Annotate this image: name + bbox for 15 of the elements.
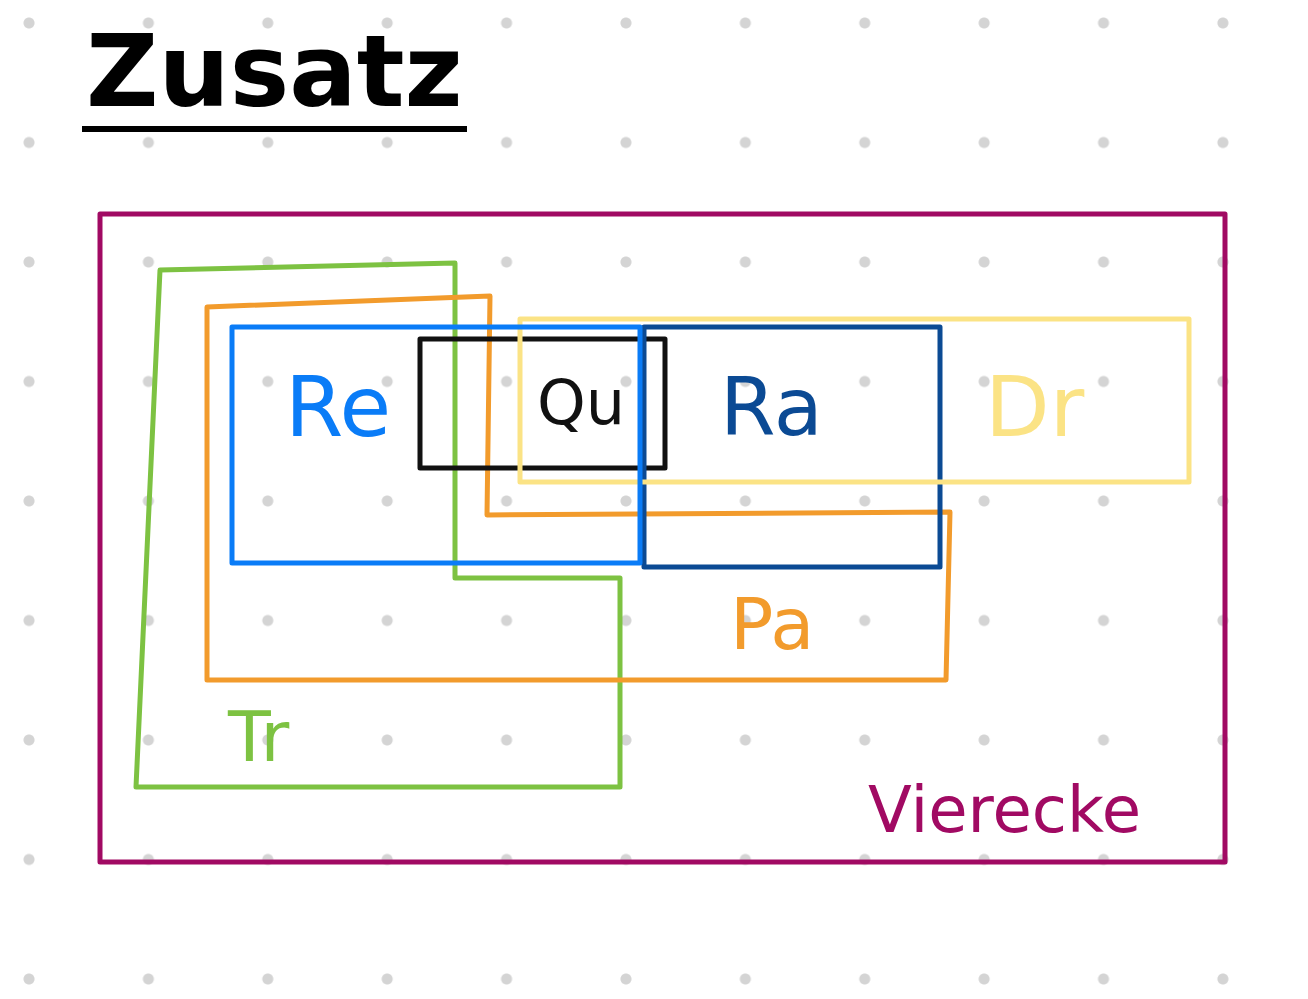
set-outline <box>229 324 643 566</box>
set-label: Ra <box>720 368 823 448</box>
set-label: Vierecke <box>868 778 1142 842</box>
set-label: Re <box>285 365 392 449</box>
set-outline <box>97 211 1228 865</box>
set-label: Pa <box>730 588 815 660</box>
set-label: Qu <box>537 372 626 434</box>
diagram-title: Zusatz <box>82 22 467 132</box>
set-label: Tr <box>228 702 290 772</box>
set-outline <box>517 316 1192 485</box>
set-outline <box>204 293 953 683</box>
set-outline <box>133 260 623 790</box>
set-outline <box>641 324 943 570</box>
set-label: Dr <box>985 365 1085 449</box>
set-outline <box>417 336 668 471</box>
